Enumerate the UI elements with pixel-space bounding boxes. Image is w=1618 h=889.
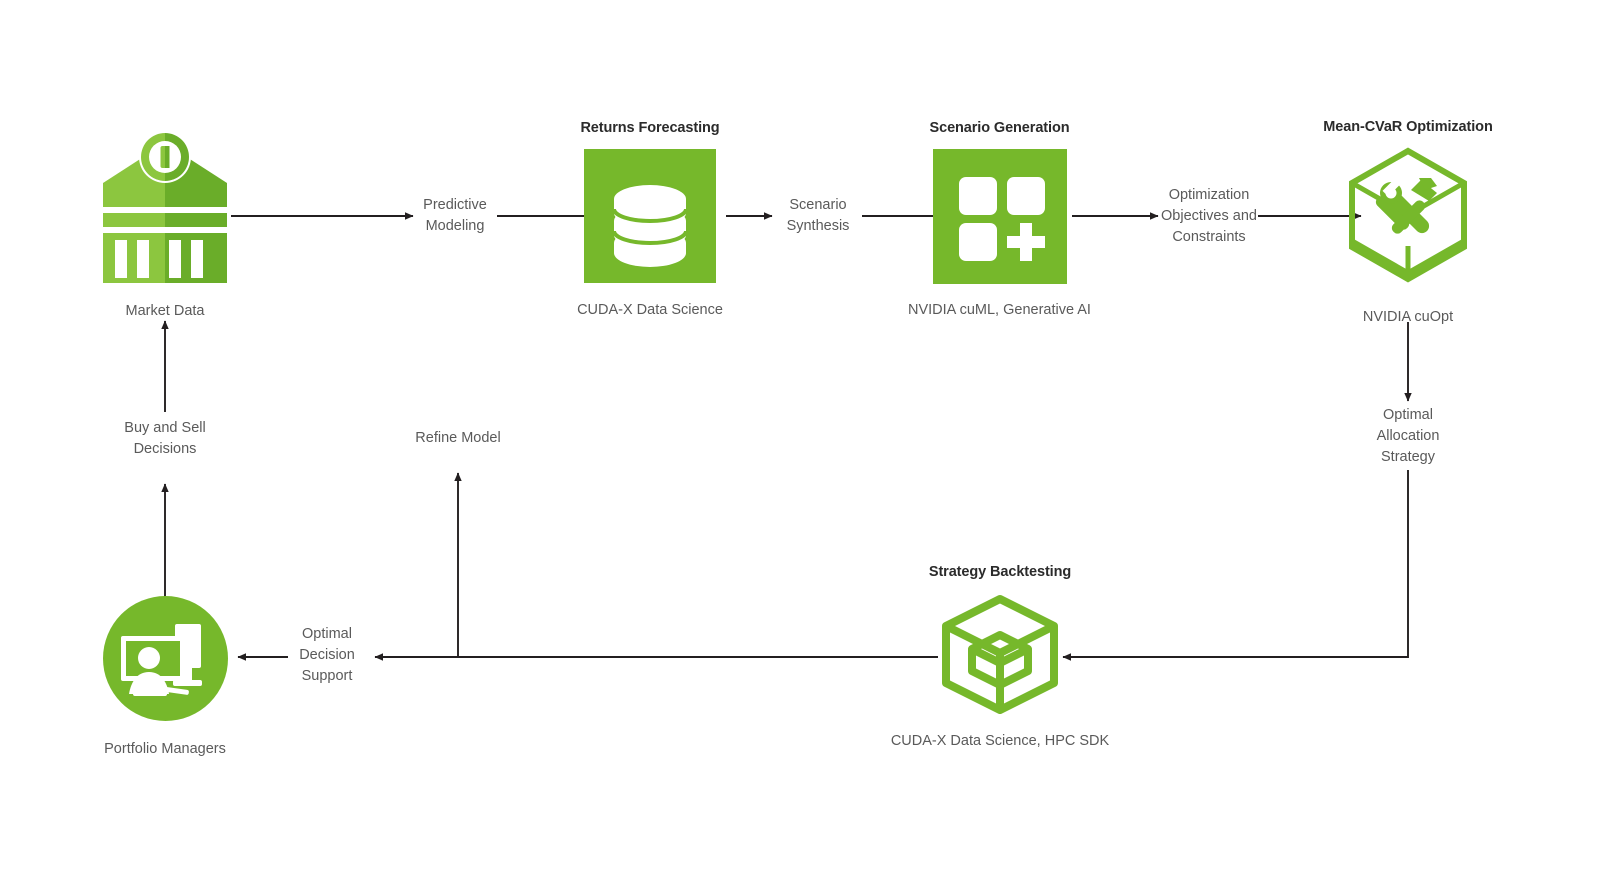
person-at-monitor-icon: [102, 596, 228, 721]
edge-label-line: Strategy: [1381, 449, 1435, 465]
node-caption: NVIDIA cuML, Generative AI: [908, 302, 1091, 319]
edge-label-optimization-objectives: Optimization Objectives and Constraints: [1150, 185, 1268, 248]
node-caption: NVIDIA cuOpt: [1362, 309, 1454, 326]
node-scenario-generation[interactable]: Scenario Generation NVIDIA cuML, Generat…: [872, 120, 1127, 320]
node-caption: CUDA-X Data Science: [577, 302, 723, 319]
edge-label-line: Constraints: [1172, 229, 1246, 245]
edge-label-line: Synthesis: [786, 218, 850, 234]
edge-label-line: Optimal: [302, 626, 352, 642]
edge-label-buy-and-sell-decisions: Buy and Sell Decisions: [105, 418, 225, 460]
edge-label-line: Allocation: [1376, 428, 1440, 444]
edge-label-line: Decisions: [133, 441, 197, 457]
grid-plus-icon: [932, 149, 1067, 285]
cube-outline-icon: [938, 593, 1062, 716]
node-title: Mean-CVaR Optimization: [1323, 119, 1493, 135]
hexagon-tools-icon: [1345, 146, 1471, 292]
edge-label-line: Buy and Sell: [124, 420, 206, 436]
edge-label-line: Optimal: [1383, 407, 1433, 423]
node-market-data[interactable]: Market Data: [85, 125, 245, 320]
node-returns-forecasting[interactable]: Returns Forecasting: [525, 120, 775, 320]
edge-label-line: Optimization: [1168, 187, 1250, 203]
edge-label-line: Objectives and: [1161, 208, 1257, 224]
edge-label-line: Predictive: [423, 197, 487, 213]
edge-label-line: Decision: [299, 647, 355, 663]
edge-label-line: Modeling: [425, 218, 485, 234]
node-caption: CUDA-X Data Science, HPC SDK: [890, 733, 1110, 750]
edge-label-line: Refine Model: [415, 430, 501, 446]
edge-label-line: Support: [301, 668, 353, 684]
node-caption: Portfolio Managers: [104, 741, 226, 757]
edge-label-predictive-modeling: Predictive Modeling: [406, 195, 504, 237]
node-title: Scenario Generation: [929, 120, 1070, 136]
node-mean-cvar-optimization[interactable]: Mean-CVaR Optimization: [1283, 119, 1533, 327]
edge-label-optimal-decision-support: Optimal Decision Support: [283, 624, 371, 687]
node-title: Returns Forecasting: [580, 120, 720, 136]
edge-label-optimal-allocation-strategy: Optimal Allocation Strategy: [1348, 405, 1468, 468]
database-cylinder-icon: [584, 149, 716, 284]
node-caption: Market Data: [125, 303, 205, 319]
edge-label-scenario-synthesis: Scenario Synthesis: [770, 195, 866, 237]
bank-institution-icon: [85, 125, 245, 285]
node-strategy-backtesting[interactable]: Strategy Backtesting CUDA-X Data Science…: [875, 564, 1125, 751]
edge-label-line: Scenario: [789, 197, 847, 213]
node-portfolio-managers[interactable]: Portfolio Managers: [85, 596, 245, 758]
node-title: Strategy Backtesting: [928, 564, 1072, 580]
edge-label-refine-model: Refine Model: [398, 428, 518, 449]
